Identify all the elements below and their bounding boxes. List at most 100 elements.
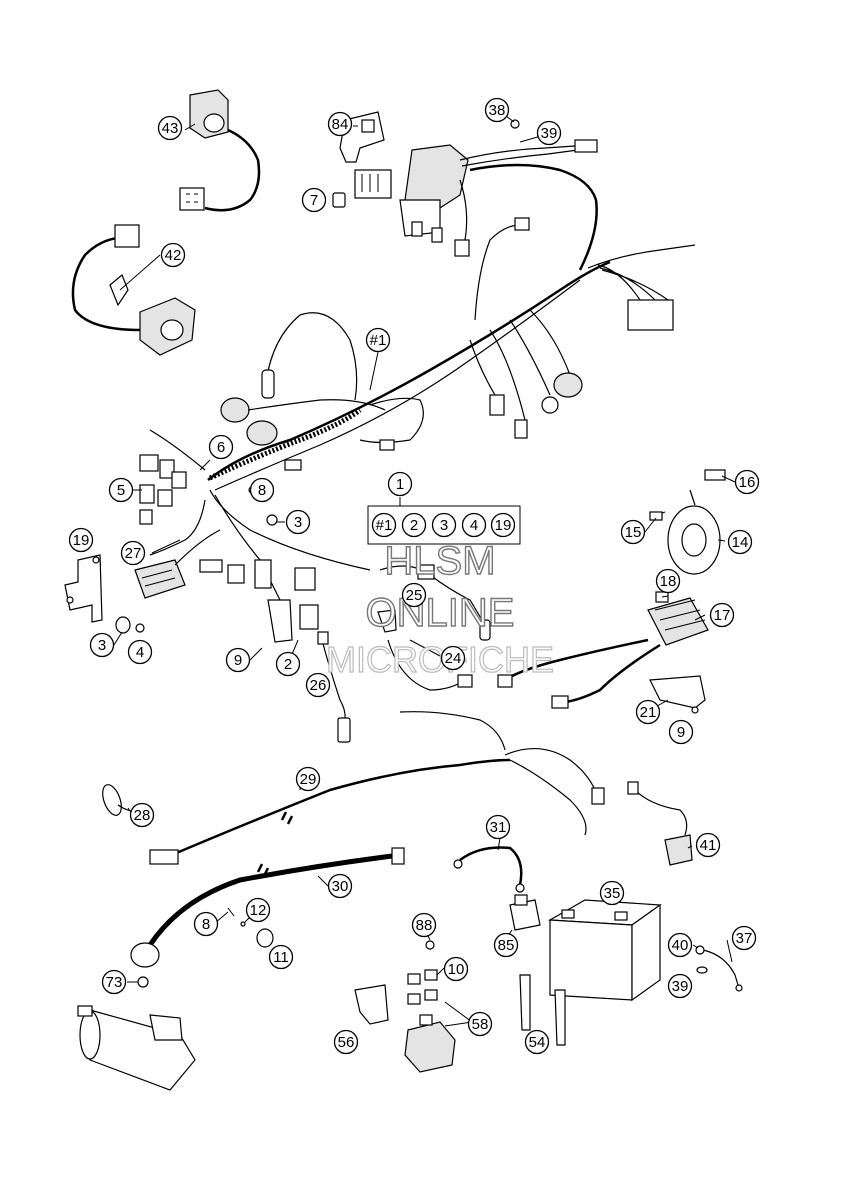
callout-label: 9	[677, 724, 685, 741]
callout-c26: 26	[305, 672, 331, 698]
callout-circle	[443, 956, 469, 982]
callout-circle	[225, 647, 251, 673]
callout-c56: 56	[333, 1029, 359, 1055]
callout-c8b: 8	[193, 911, 219, 937]
callout-label: 1	[396, 476, 404, 493]
sensor-41	[627, 781, 693, 866]
callout-circle	[68, 527, 94, 553]
watermark-line-2: ONLINE	[366, 591, 515, 635]
callout-circle	[365, 327, 391, 353]
bracket-56	[354, 984, 389, 1025]
watermark: HLSM ONLINE MICROFICHE	[325, 538, 554, 680]
callout-circle	[667, 973, 693, 999]
kit-item-label: 19	[495, 517, 512, 534]
callout-label: 37	[736, 930, 753, 947]
callout-label: 27	[125, 545, 142, 562]
callout-c4: 4	[127, 639, 153, 665]
callout-circle	[727, 529, 753, 555]
kit-item-2: 3	[431, 512, 457, 538]
callout-label: 42	[165, 247, 182, 264]
callout-label: 9	[234, 652, 242, 669]
callout-circle	[485, 814, 511, 840]
callout-label: 25	[406, 587, 423, 604]
callout-circle	[493, 932, 519, 958]
callout-circle	[89, 632, 115, 658]
callout-label: 43	[162, 120, 179, 137]
callout-circle	[411, 912, 437, 938]
kit-item-circle	[431, 512, 457, 538]
pin-8-12-11	[227, 907, 274, 948]
callout-c39b: 39	[667, 973, 693, 999]
callout-label: 14	[732, 534, 749, 551]
callout-circle	[275, 651, 301, 677]
callout-c9b: 9	[668, 719, 694, 745]
callout-circle	[667, 932, 693, 958]
callout-circle	[599, 880, 625, 906]
callout-circle	[157, 115, 183, 141]
callout-label: 6	[217, 439, 225, 456]
callout-label: 39	[541, 125, 558, 142]
fuse-7	[332, 192, 346, 208]
kit-item-0: #1	[371, 512, 397, 538]
starter-motor-73	[77, 976, 196, 1091]
callout-label: 18	[660, 573, 677, 590]
callout-circle	[101, 969, 127, 995]
callout-c14: 14	[727, 529, 753, 555]
callout-label: 88	[416, 917, 433, 934]
ground-wire-37	[695, 945, 743, 992]
callout-c88: 88	[411, 912, 437, 938]
callout-label: 28	[134, 807, 151, 824]
callout-c28: 28	[129, 802, 155, 828]
callout-c21: 21	[635, 699, 661, 725]
callout-circle	[655, 568, 681, 594]
callout-c16: 16	[734, 469, 760, 495]
callout-label: 31	[490, 819, 507, 836]
callout-label: 21	[640, 704, 657, 721]
callout-label: 16	[739, 474, 756, 491]
callout-c6: 6	[208, 434, 234, 460]
callout-label: 26	[310, 677, 327, 694]
callout-circle	[327, 111, 353, 137]
callout-circle	[127, 639, 153, 665]
callout-label: 84	[332, 116, 349, 133]
callout-label: 58	[472, 1016, 489, 1033]
callout-circle	[193, 911, 219, 937]
fuse-box	[354, 144, 469, 243]
callout-circle	[129, 802, 155, 828]
callout-circle	[305, 672, 331, 698]
callout-c18: 18	[655, 568, 681, 594]
kit-item-3: 4	[461, 512, 487, 538]
callout-circle	[731, 925, 757, 951]
callout-circle	[668, 719, 694, 745]
callout-label: 10	[448, 961, 465, 978]
callout-c39a: 39	[536, 120, 562, 146]
callout-label: 3	[98, 637, 106, 654]
terminal-covers-54	[519, 974, 566, 1046]
screw-3-4	[115, 616, 145, 634]
callout-c1hash: #1	[365, 327, 391, 353]
callout-circle	[635, 699, 661, 725]
callout-c11: 11	[268, 944, 294, 970]
callout-c27: 27	[120, 540, 146, 566]
callout-c1: 1	[387, 471, 413, 497]
callout-label: 30	[332, 878, 349, 895]
callout-circle	[285, 509, 311, 535]
callout-label: 54	[529, 1034, 546, 1051]
callout-c42: 42	[160, 242, 186, 268]
callout-circle	[709, 602, 735, 628]
kit-item-circle	[461, 512, 487, 538]
bracket-19	[64, 554, 103, 623]
callout-circle	[108, 477, 134, 503]
callout-label: 4	[136, 644, 144, 661]
callout-c29: 29	[295, 766, 321, 792]
kit-item-label: 2	[410, 517, 418, 534]
battery-cable-31	[453, 846, 525, 893]
regulator-17	[497, 591, 709, 714]
handlebar-switch-43	[179, 89, 261, 212]
callout-label: 29	[300, 771, 317, 788]
callout-label: 5	[117, 482, 125, 499]
callout-c19: 19	[68, 527, 94, 553]
callout-label: 85	[498, 937, 515, 954]
callout-label: 40	[672, 937, 689, 954]
ground-lead-38	[459, 119, 598, 167]
